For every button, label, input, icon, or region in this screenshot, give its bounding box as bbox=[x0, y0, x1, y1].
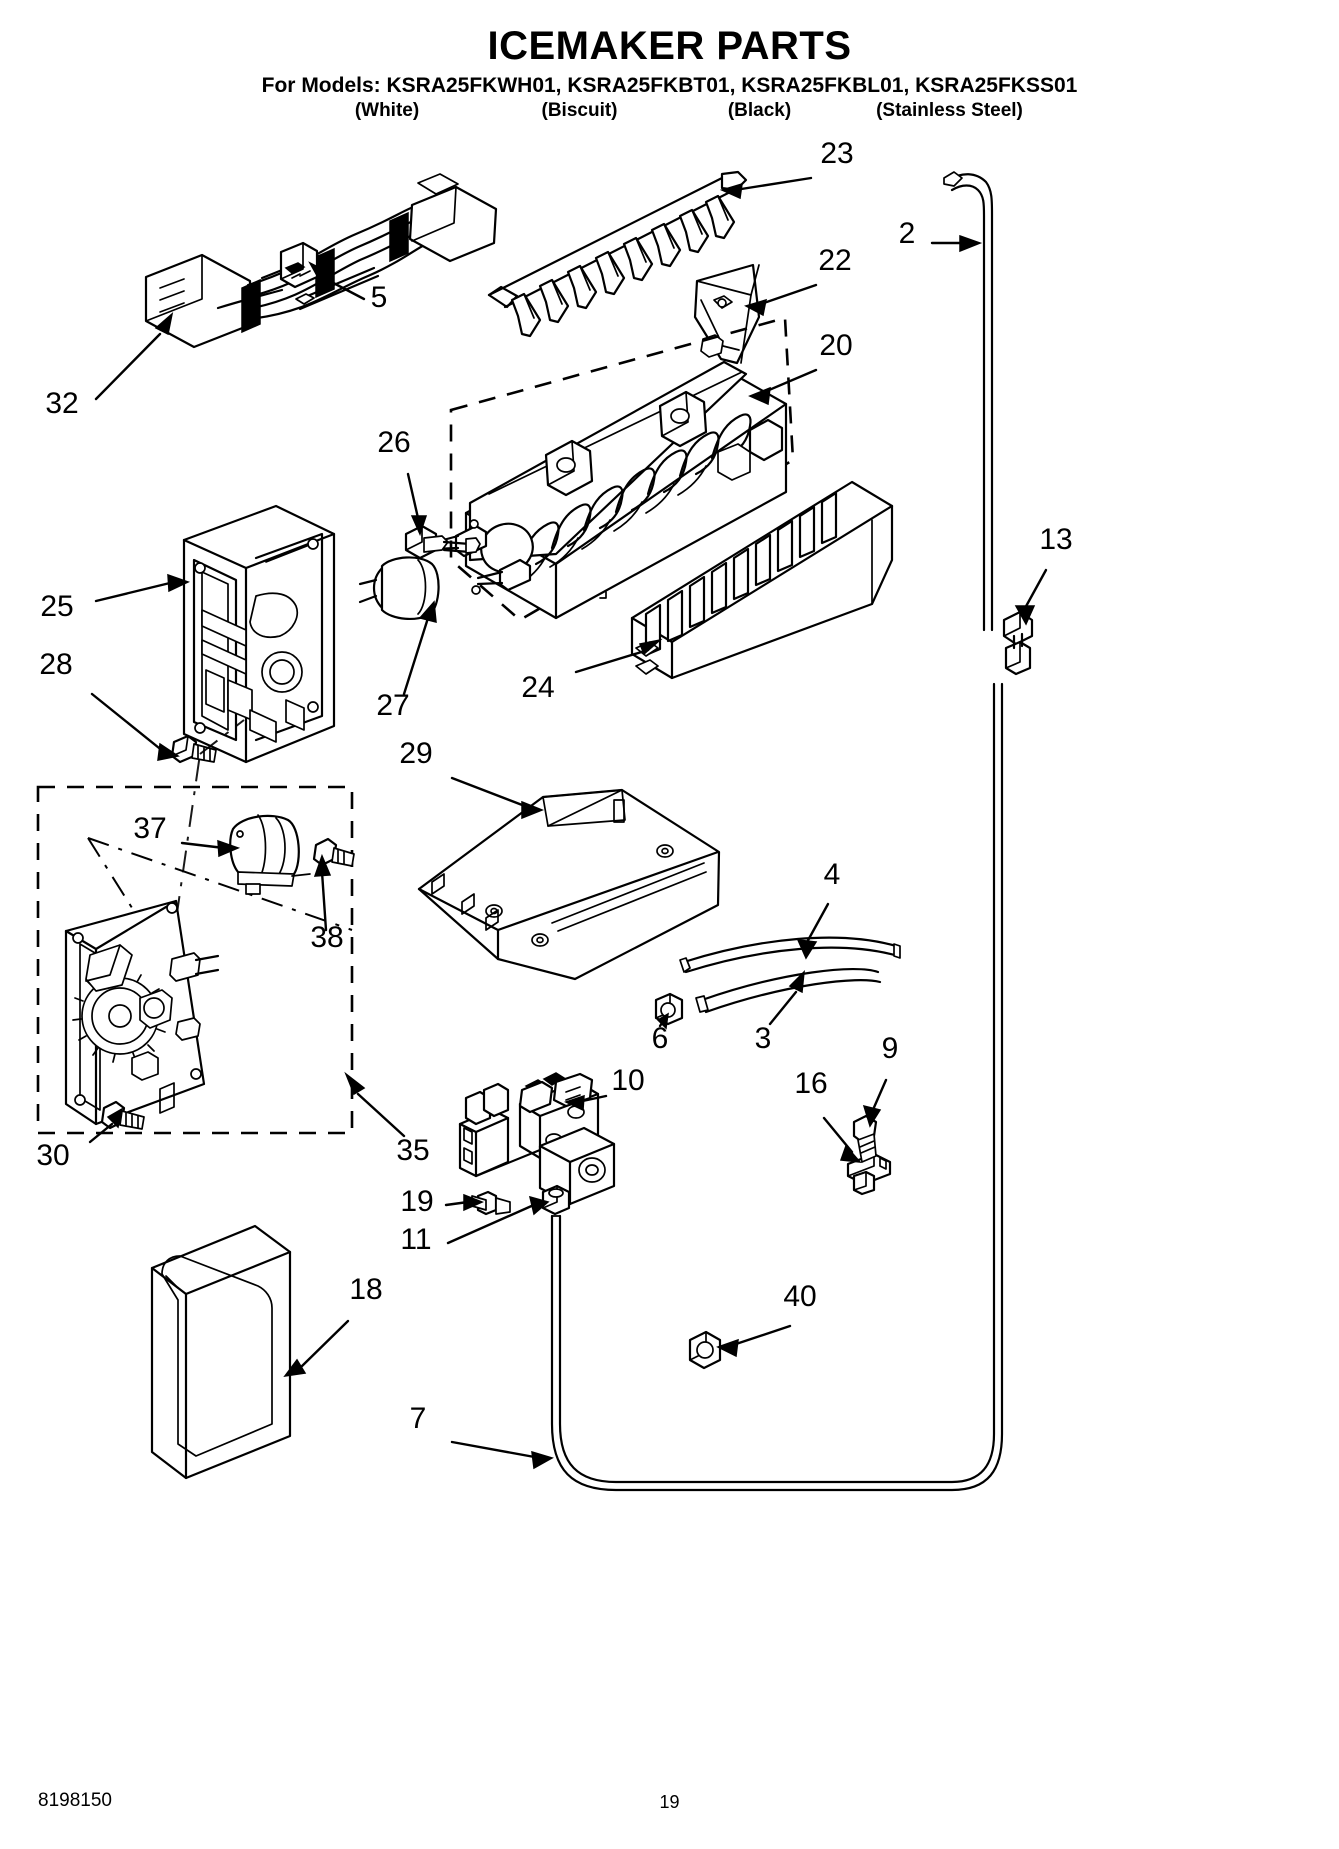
part-water-tube-upper bbox=[943, 171, 994, 632]
footer-part-code: 8198150 bbox=[38, 1790, 112, 1811]
leader-25 bbox=[94, 573, 190, 603]
part-coupling-13 bbox=[1002, 610, 1034, 676]
callout-25: 25 bbox=[40, 590, 73, 623]
callout-9: 9 bbox=[882, 1032, 899, 1065]
leader-32 bbox=[94, 311, 174, 401]
callout-numbers: 32 5 23 2 22 20 13 26 25 28 27 24 29 37 … bbox=[36, 137, 1072, 1435]
part-ice-mold bbox=[430, 360, 788, 620]
leader-18 bbox=[283, 1319, 350, 1378]
leader-37 bbox=[180, 839, 241, 858]
callout-11: 11 bbox=[400, 1223, 431, 1256]
leader-23 bbox=[719, 176, 813, 200]
leader-27 bbox=[402, 600, 437, 696]
leader-2 bbox=[930, 234, 983, 253]
callout-28: 28 bbox=[39, 648, 72, 681]
leader-11 bbox=[446, 1195, 550, 1245]
leader-3 bbox=[768, 969, 805, 1026]
color-white: (White) bbox=[354, 100, 420, 121]
callout-32: 32 bbox=[45, 387, 78, 420]
leader-5 bbox=[308, 261, 366, 301]
callout-22: 22 bbox=[818, 244, 851, 277]
part-module-housing bbox=[182, 504, 336, 764]
leader-38 bbox=[313, 853, 332, 932]
callout-40: 40 bbox=[783, 1280, 816, 1313]
part-screw-38 bbox=[312, 837, 355, 867]
part-nut-11 bbox=[541, 1184, 571, 1216]
page-title: ICEMAKER PARTS bbox=[487, 24, 852, 68]
leader-4 bbox=[796, 902, 830, 960]
part-water-tube-short bbox=[695, 968, 882, 1014]
callout-38: 38 bbox=[310, 921, 343, 954]
callout-5: 5 bbox=[371, 281, 388, 314]
callout-3: 3 bbox=[755, 1022, 772, 1055]
leader-19 bbox=[444, 1193, 484, 1212]
callout-16: 16 bbox=[794, 1067, 827, 1100]
callout-30: 30 bbox=[36, 1139, 69, 1172]
leader-13 bbox=[1014, 568, 1048, 626]
color-biscuit: (Biscuit) bbox=[541, 100, 618, 121]
part-water-fill-cup bbox=[693, 263, 761, 365]
callout-18: 18 bbox=[349, 1273, 382, 1306]
callout-37: 37 bbox=[133, 812, 166, 845]
leader-22 bbox=[744, 283, 818, 317]
leader-10 bbox=[563, 1094, 608, 1112]
callout-13: 13 bbox=[1039, 523, 1072, 556]
callout-23: 23 bbox=[820, 137, 853, 170]
part-ice-bin bbox=[150, 1224, 292, 1480]
leader-7 bbox=[450, 1440, 554, 1470]
footer-page-number: 19 bbox=[659, 1792, 680, 1812]
models-line: For Models: KSRA25FKWH01, KSRA25FKBT01, … bbox=[261, 74, 1078, 97]
callout-10: 10 bbox=[611, 1064, 644, 1097]
callout-29: 29 bbox=[399, 737, 432, 770]
part-mounting-bracket bbox=[417, 788, 721, 981]
leader-20 bbox=[748, 368, 818, 406]
part-motor-cap-27 bbox=[358, 556, 440, 620]
leader-35 bbox=[344, 1071, 406, 1138]
callout-7: 7 bbox=[410, 1402, 427, 1435]
part-nut-40 bbox=[688, 1330, 722, 1370]
callout-26: 26 bbox=[377, 426, 410, 459]
callout-24: 24 bbox=[521, 671, 554, 704]
part-motor-37 bbox=[229, 814, 311, 895]
leader-24 bbox=[574, 638, 663, 674]
part-module-front-plate bbox=[64, 899, 220, 1126]
leader-26 bbox=[406, 472, 428, 537]
part-ejector-arm bbox=[487, 170, 748, 338]
part-ice-stripper bbox=[630, 480, 894, 680]
color-variants-row: (White) (Biscuit) (Black) (Stainless Steel) bbox=[0, 100, 1339, 122]
callout-6: 6 bbox=[652, 1022, 669, 1055]
callout-20: 20 bbox=[819, 329, 852, 362]
leader-29 bbox=[450, 776, 545, 820]
callout-19: 19 bbox=[400, 1185, 433, 1218]
part-wiring-harness bbox=[144, 173, 498, 349]
leader-30 bbox=[88, 1107, 124, 1144]
leader-16 bbox=[822, 1116, 862, 1163]
leader-28 bbox=[90, 692, 180, 761]
leader-6 bbox=[656, 1012, 669, 1030]
part-water-tube-long bbox=[679, 936, 901, 974]
callout-2: 2 bbox=[899, 217, 916, 250]
color-stainless: (Stainless Steel) bbox=[876, 100, 1023, 121]
part-water-supply-tube bbox=[550, 682, 1004, 1492]
callout-35: 35 bbox=[396, 1134, 429, 1167]
callout-4: 4 bbox=[824, 858, 841, 891]
leader-9 bbox=[862, 1078, 888, 1128]
color-black: (Black) bbox=[727, 100, 792, 121]
leader-40 bbox=[716, 1324, 792, 1358]
part-water-valve bbox=[458, 1072, 616, 1206]
callout-27: 27 bbox=[376, 689, 409, 722]
